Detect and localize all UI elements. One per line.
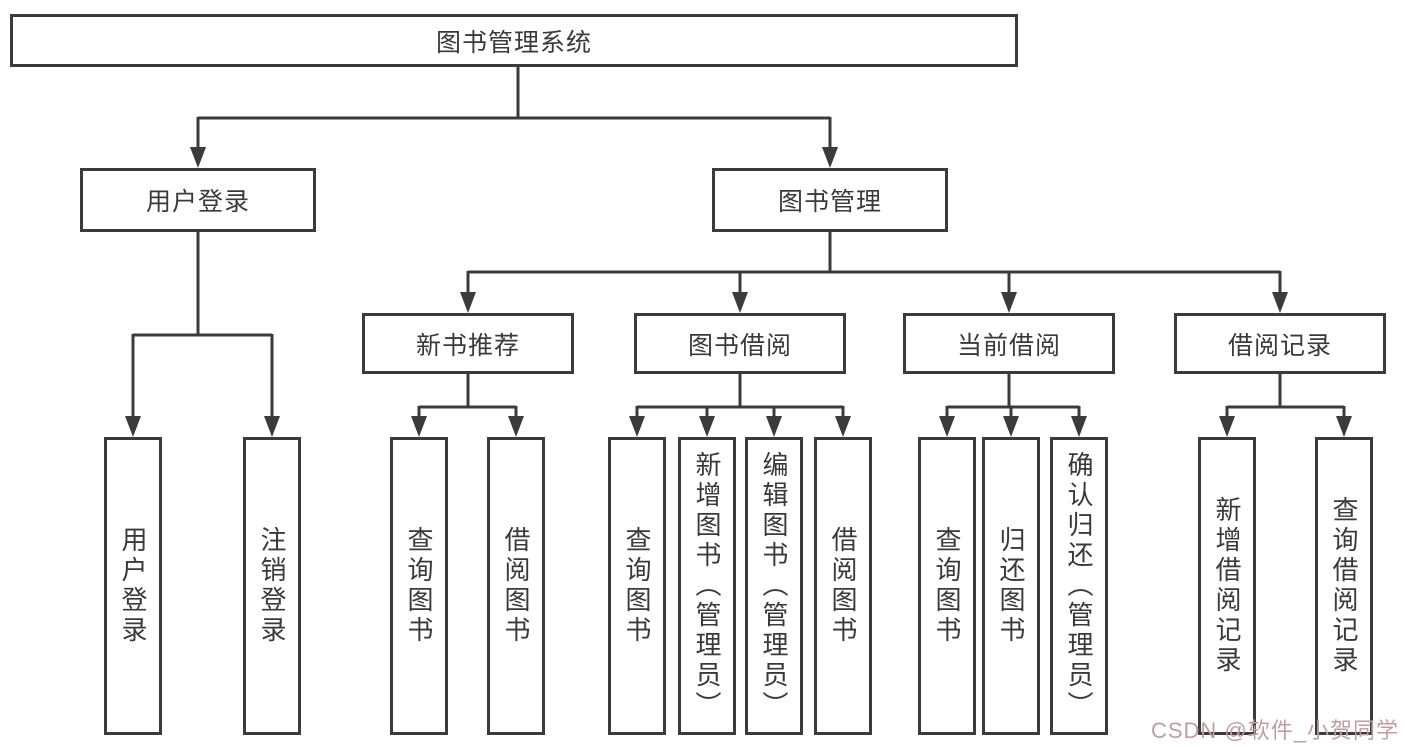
node-label: 查询图书 <box>932 526 962 646</box>
node-label: 新增借阅记录 <box>1212 496 1242 676</box>
node-label: 新增图书（管理员） <box>692 451 722 721</box>
node-label: 当前借阅 <box>956 331 1061 360</box>
node-label: 用户登录 <box>145 188 250 216</box>
node-label: 图书借阅 <box>687 331 792 360</box>
node-library-management-system: 图书管理系统 <box>10 14 1018 67</box>
node-label: 图书管理系统 <box>435 28 592 57</box>
node-label: 确认归还（管理员） <box>1064 451 1094 721</box>
node-user-login: 用户登录 <box>80 168 316 232</box>
leaf-add-borrow-record: 新增借阅记录 <box>1198 437 1256 735</box>
leaf-borrow-books-recommend: 借阅图书 <box>487 437 545 735</box>
node-book-management: 图书管理 <box>712 168 948 232</box>
node-label: 查询图书 <box>622 526 652 646</box>
leaf-user-login: 用户登录 <box>104 437 162 735</box>
node-label: 借阅记录 <box>1227 331 1332 360</box>
csdn-watermark: CSDN @软件_小贺同学 <box>1150 718 1399 743</box>
node-borrow-records: 借阅记录 <box>1174 313 1386 374</box>
leaf-add-book-admin: 新增图书（管理员） <box>678 437 736 735</box>
leaf-query-books-borrow: 查询图书 <box>608 437 666 735</box>
node-label: 注销登录 <box>257 526 287 646</box>
node-new-book-recommend: 新书推荐 <box>362 313 574 374</box>
node-label: 查询图书 <box>404 526 434 646</box>
arrowhead-icons <box>125 147 1352 437</box>
leaf-logout: 注销登录 <box>243 437 301 735</box>
node-label: 借阅图书 <box>828 526 858 646</box>
node-label: 新书推荐 <box>415 331 520 360</box>
node-label: 编辑图书（管理员） <box>759 451 789 721</box>
leaf-edit-book-admin: 编辑图书（管理员） <box>745 437 803 735</box>
leaf-confirm-return-admin: 确认归还（管理员） <box>1050 437 1108 735</box>
node-current-borrow: 当前借阅 <box>903 313 1115 374</box>
node-label: 图书管理 <box>777 188 882 216</box>
leaf-query-books-recommend: 查询图书 <box>390 437 448 735</box>
leaf-query-books-current: 查询图书 <box>918 437 976 735</box>
node-label: 归还图书 <box>996 526 1026 646</box>
node-label: 借阅图书 <box>501 526 531 646</box>
node-label: 查询借阅记录 <box>1329 496 1359 676</box>
node-book-borrow: 图书借阅 <box>634 313 846 374</box>
leaf-query-borrow-record: 查询借阅记录 <box>1315 437 1373 735</box>
leaf-borrow-books: 借阅图书 <box>814 437 872 735</box>
node-label: 用户登录 <box>118 526 148 646</box>
leaf-return-book: 归还图书 <box>982 437 1040 735</box>
